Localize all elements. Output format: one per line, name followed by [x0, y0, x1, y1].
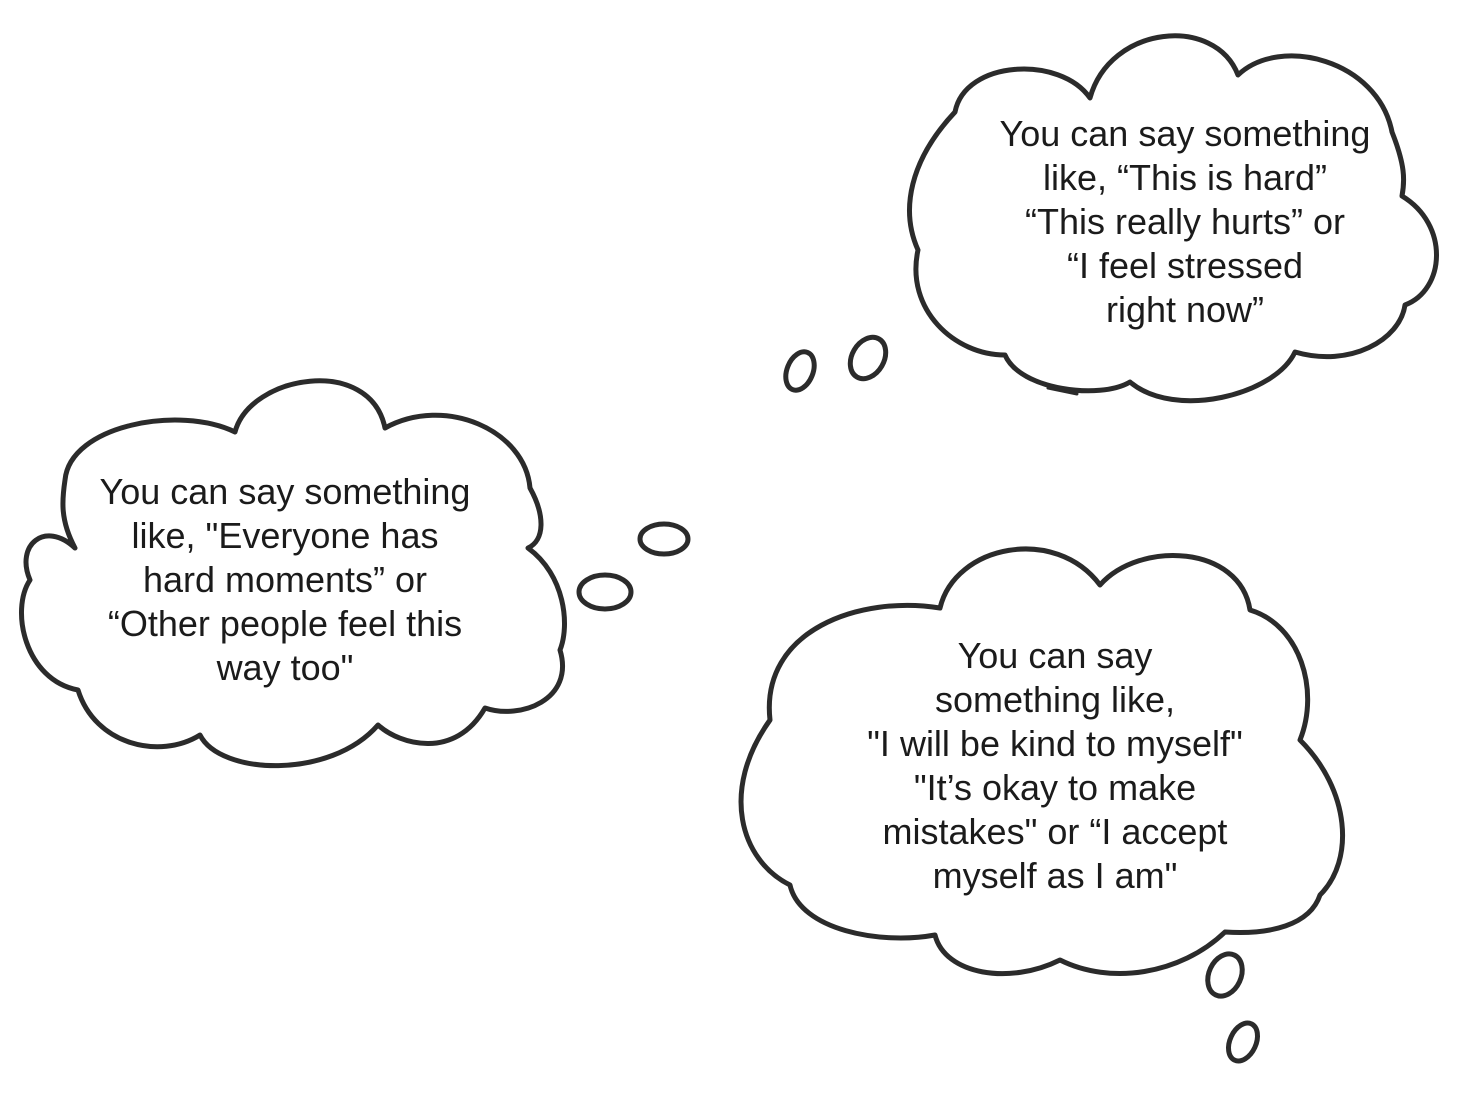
thought-bubble-dot — [1205, 951, 1245, 999]
thought-line: hard moments” or — [142, 559, 428, 600]
thought-bubble-dot — [783, 349, 817, 393]
stray-mark — [1046, 386, 1079, 396]
thought-line: You can say something — [999, 113, 1371, 154]
thought-text-left: You can say something like, "Everyone ha… — [55, 470, 515, 690]
thought-bubble-dot — [576, 572, 634, 612]
thought-line: like, "Everyone has — [131, 515, 439, 556]
thought-bubble-dot — [847, 334, 889, 382]
thought-line: like, “This is hard” — [1042, 157, 1328, 198]
thought-text-bottom-right: You can say something like, "I will be k… — [800, 634, 1310, 898]
thought-line: "It’s okay to make — [913, 767, 1197, 808]
thought-line: You can say — [957, 635, 1153, 676]
thought-line: “I feel stressed — [1066, 245, 1304, 286]
thought-line: something like, — [934, 679, 1176, 720]
thought-cloud-top-right — [907, 33, 1439, 404]
thought-line: way too" — [216, 647, 354, 688]
thought-bubble-dot — [1225, 1020, 1261, 1064]
thought-text-top-right: You can say something like, “This is har… — [960, 112, 1410, 332]
thought-cloud-bottom-right — [738, 546, 1346, 977]
thought-line: "I will be kind to myself" — [867, 723, 1243, 764]
thought-line: myself as I am" — [932, 855, 1178, 896]
thought-line: You can say something — [99, 471, 471, 512]
thought-bubble-dot — [637, 521, 691, 557]
thought-line: “Other people feel this — [107, 603, 463, 644]
thought-line: “This really hurts” or — [1024, 201, 1346, 242]
thought-line: right now” — [1105, 289, 1265, 330]
thought-line: mistakes" or “I accept — [882, 811, 1228, 852]
thought-cloud-left — [19, 378, 567, 769]
